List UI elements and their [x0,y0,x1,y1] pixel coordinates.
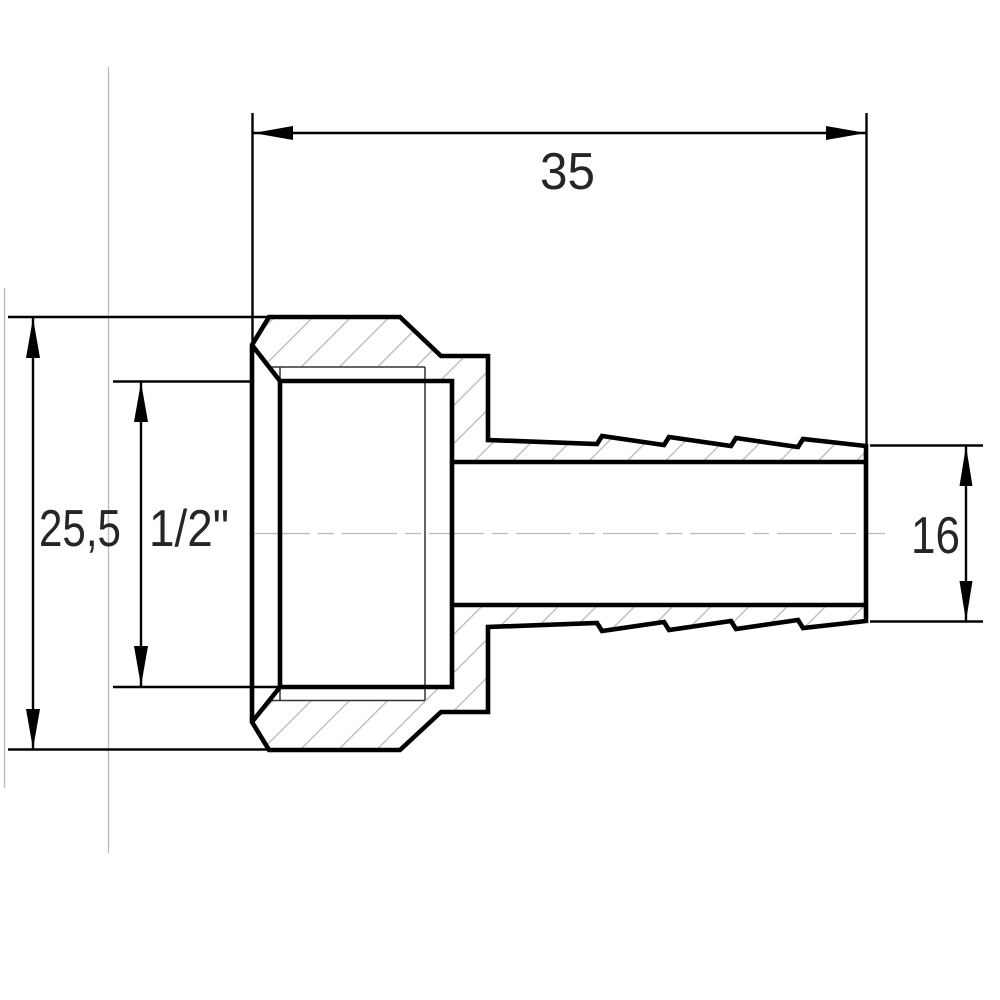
arrowhead-top [134,382,148,422]
dimension-overall-length: 35 [251,113,868,445]
arrowhead-bottom [134,646,148,686]
dimension-body-width: 25,5 [8,315,300,751]
arrowhead-top [26,318,40,358]
dimension-label-barb-diameter: 16 [911,507,960,565]
arrowhead-bottom [26,709,40,749]
outer-profile [249,314,869,753]
hatch-area-bottom [252,605,866,750]
entry-chamfer-top [250,343,282,383]
dimension-barb-diameter: 16 [870,444,983,623]
arrowhead-right [826,126,866,140]
dimension-label-thread-size: 1/2" [149,500,229,558]
arrowhead-left [253,126,293,140]
dimension-label-body-width: 25,5 [39,500,121,558]
construction-lines [3,67,885,853]
dimension-label-overall-length: 35 [540,143,595,201]
thread-bore [277,378,455,690]
section-hatching [252,317,866,750]
internal-thread-lines [267,366,426,702]
entry-chamfer-bottom [250,685,282,724]
part-outline [249,314,869,753]
arrowhead-bottom [959,581,973,621]
arrowhead-top [959,446,973,486]
dimension-thread-size: 1/2" [113,380,290,689]
hatch-area-top [252,317,866,462]
